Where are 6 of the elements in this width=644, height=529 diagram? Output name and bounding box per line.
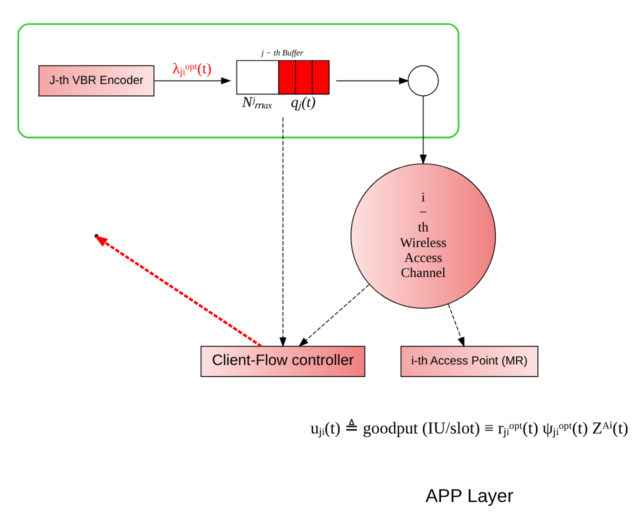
node-label: qⱼ(t): [290, 94, 316, 111]
node-label: Nʲₘₐₓ: [242, 94, 272, 111]
edge-label: λⱼᵢᵒᵖᵗ(t): [172, 61, 212, 78]
node-label: j − th Buffer: [262, 48, 304, 58]
label: uⱼᵢ(t) ≜ goodput (IU/slot) ≡ rⱼᵢᵒᵖᵗ(t) ψⱼᵢᵒᵖᵗ(t) Zᴬⁱ(t): [310, 418, 628, 438]
label: APP Layer: [425, 484, 514, 506]
